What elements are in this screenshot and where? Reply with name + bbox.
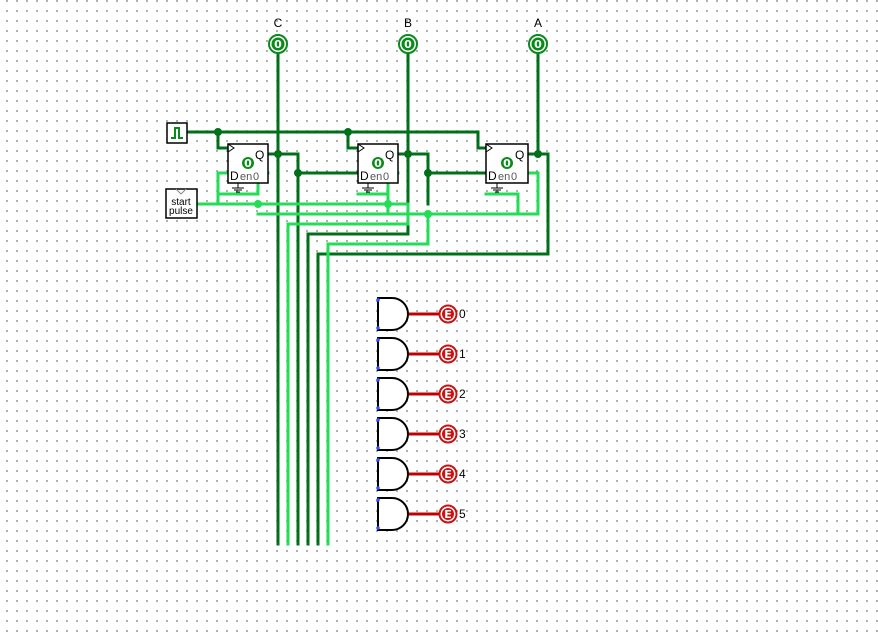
junction-dot: [254, 200, 262, 208]
pin-value: E: [444, 348, 452, 361]
pin-value: 0: [274, 38, 282, 51]
pin-label: B: [404, 16, 412, 30]
pin-label: 5: [459, 507, 466, 521]
gate-output-pin-2[interactable]: E 2: [438, 384, 467, 404]
junction-dot: [384, 200, 392, 208]
clock-component[interactable]: [166, 122, 188, 144]
pin-value: 0: [534, 38, 542, 51]
pin-value: E: [444, 508, 452, 521]
clock-input-triangle-icon: [227, 143, 235, 153]
junction-dot: [424, 210, 432, 218]
ground-icon: [362, 183, 374, 193]
gate-output-pin-1[interactable]: E 1: [438, 344, 467, 364]
pin-label: A: [534, 16, 542, 30]
d-flipflop-2[interactable]: 0 Q D en 0: [357, 143, 399, 193]
junction-dot: [214, 128, 222, 136]
pin-label: 3: [459, 427, 466, 441]
wire-ff1-qbar[interactable]: [256, 202, 410, 546]
ff-q-label: Q: [385, 148, 394, 162]
pin-value: E: [444, 468, 452, 481]
junction-dot: [424, 169, 432, 177]
d-flipflop-3[interactable]: 0 Q D en 0: [485, 143, 529, 193]
pin-label: C: [274, 16, 283, 30]
ff-d-label: D: [360, 169, 369, 183]
junction-dot: [404, 150, 412, 158]
ff-d-label: D: [230, 169, 239, 183]
gate-output-pin-3[interactable]: E 3: [438, 424, 467, 444]
and-gate-0[interactable]: [376, 297, 409, 331]
ff-en-label: en: [370, 171, 382, 183]
pin-label: 4: [459, 467, 466, 481]
d-flipflop-1[interactable]: 0 Q D en 0: [227, 143, 269, 193]
junction-dot: [344, 128, 352, 136]
ground-icon: [232, 183, 244, 193]
wire-clock-ff2[interactable]: [346, 130, 360, 150]
pin-value: 0: [404, 38, 412, 51]
start-pulse-button[interactable]: start pulse: [165, 188, 198, 219]
pin-label: 1: [459, 347, 466, 361]
clock-square-wave-icon: [171, 127, 183, 139]
pin-value: E: [444, 388, 452, 401]
and-gate-1[interactable]: [376, 337, 409, 371]
gate-output-pin-5[interactable]: E 5: [438, 504, 467, 524]
pin-value: E: [444, 308, 452, 321]
button-notch-icon: [175, 188, 187, 195]
wires: [185, 51, 550, 546]
junction-dot: [294, 169, 302, 177]
junction-dot: [274, 150, 282, 158]
ff-d-label: D: [488, 169, 497, 183]
output-pin-a[interactable]: A 0: [528, 16, 548, 54]
and-gate-5[interactable]: [376, 497, 409, 531]
clock-input-triangle-icon: [357, 143, 365, 153]
output-pin-b[interactable]: B 0: [398, 16, 418, 54]
clock-input-triangle-icon: [485, 143, 493, 153]
ff-q-label: Q: [515, 148, 524, 162]
ff-en-value: 0: [253, 171, 259, 183]
wire-ff3-feedback[interactable]: [484, 192, 520, 216]
gate-output-pin-4[interactable]: E 4: [438, 464, 467, 484]
ff-en-value: 0: [383, 171, 389, 183]
wire-clock-main[interactable]: [185, 130, 488, 150]
ff-en-value: 0: [511, 171, 517, 183]
ff-en-label: en: [240, 171, 252, 183]
output-pin-c[interactable]: C 0: [268, 16, 288, 54]
bus-line-4[interactable]: [306, 152, 410, 236]
ff-state: 0: [374, 157, 382, 170]
wire-clock-ff1[interactable]: [216, 130, 230, 150]
button-label-line2: pulse: [169, 206, 193, 217]
wire-start-bus[interactable]: [256, 171, 540, 216]
junction-dot: [534, 150, 542, 158]
pin-label: 2: [459, 387, 466, 401]
ground-icon: [491, 183, 503, 193]
pin-value: E: [444, 428, 452, 441]
pin-label: 0: [459, 307, 466, 321]
wire-ff2-qbar[interactable]: [326, 212, 430, 546]
button-label-line1: start: [171, 197, 191, 208]
ff-en-label: en: [498, 171, 510, 183]
ff-state: 0: [244, 157, 252, 170]
ff-state: 0: [503, 157, 511, 170]
gate-output-pin-0[interactable]: E 0: [438, 304, 467, 324]
wire-q2-to-b[interactable]: [396, 152, 488, 175]
ff-q-label: Q: [255, 148, 264, 162]
and-gate-3[interactable]: [376, 417, 409, 451]
and-gate-2[interactable]: [376, 377, 409, 411]
and-gate-4[interactable]: [376, 457, 409, 491]
